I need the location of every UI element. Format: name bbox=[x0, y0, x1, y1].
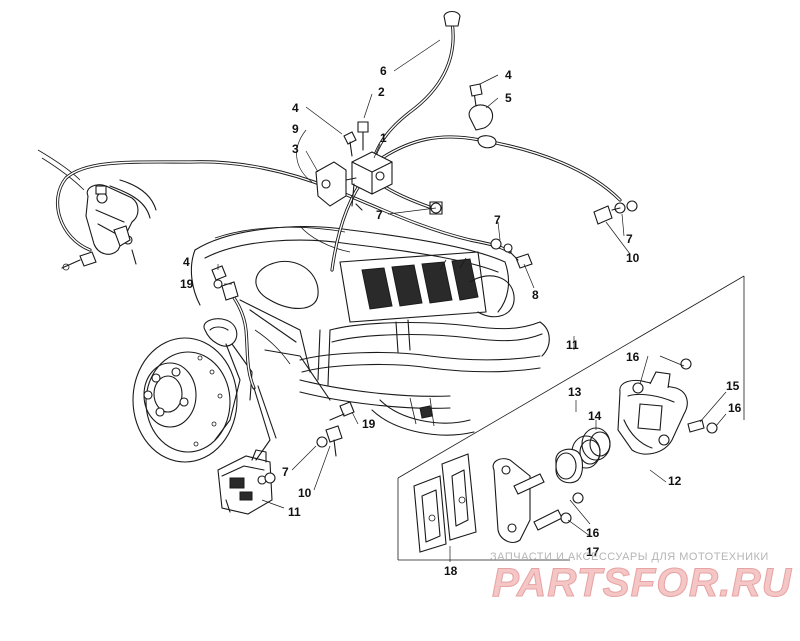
callout-1: 1 bbox=[380, 131, 387, 145]
watermark-logo: PARTSFOR.RU bbox=[492, 561, 792, 605]
callout-2: 2 bbox=[378, 85, 385, 99]
atv-front-frame bbox=[190, 225, 550, 436]
watermark-tagline: ЗАПЧАСТИ И АКСЕССУАРЫ ДЛЯ МОТОТЕХНИКИ bbox=[490, 551, 769, 563]
callout-11: 11 bbox=[566, 338, 579, 352]
callout-16: 16 bbox=[586, 526, 600, 540]
callout-17: 17 bbox=[586, 545, 600, 559]
callout-5: 5 bbox=[505, 91, 512, 105]
callout-7: 7 bbox=[282, 465, 289, 479]
callout-4: 4 bbox=[505, 68, 512, 82]
callout-16: 16 bbox=[728, 401, 742, 415]
callout-19: 19 bbox=[362, 417, 376, 431]
callout-8: 8 bbox=[532, 288, 539, 302]
callout-labels: 1 2 3 4 4 4 5 6 7 7 7 7 8 9 10 10 11 11 … bbox=[180, 64, 742, 578]
callout-12: 12 bbox=[668, 474, 682, 488]
hose-clamp bbox=[468, 83, 638, 225]
callout-4: 4 bbox=[292, 101, 299, 115]
callout-19: 19 bbox=[180, 277, 194, 291]
callout-9: 9 bbox=[292, 122, 299, 136]
left-brake-caliper bbox=[217, 449, 273, 515]
callout-7: 7 bbox=[494, 213, 501, 227]
watermark: ЗАПЧАСТИ И АКСЕССУАРЫ ДЛЯ МОТОТЕХНИКИ PA… bbox=[490, 551, 792, 606]
callout-14: 14 bbox=[588, 409, 602, 423]
callout-7: 7 bbox=[626, 232, 633, 246]
callout-10: 10 bbox=[626, 251, 640, 265]
brake-hoses bbox=[56, 10, 622, 461]
callout-15: 15 bbox=[726, 379, 740, 393]
callout-18: 18 bbox=[444, 564, 458, 578]
exploded-caliper bbox=[397, 275, 745, 561]
callout-10: 10 bbox=[298, 486, 312, 500]
leader-lines bbox=[217, 39, 727, 562]
callout-3: 3 bbox=[292, 142, 299, 156]
fittings-left bbox=[211, 265, 355, 484]
front-hub-rotor bbox=[132, 318, 253, 463]
callout-13: 13 bbox=[568, 385, 582, 399]
junction-block bbox=[315, 121, 393, 211]
callout-16: 16 bbox=[626, 350, 640, 364]
callout-6: 6 bbox=[380, 64, 387, 78]
callout-11: 11 bbox=[288, 505, 301, 519]
fittings-mid bbox=[429, 201, 533, 269]
master-cylinder bbox=[37, 149, 157, 271]
callout-4: 4 bbox=[183, 255, 190, 269]
callout-7: 7 bbox=[376, 208, 383, 222]
